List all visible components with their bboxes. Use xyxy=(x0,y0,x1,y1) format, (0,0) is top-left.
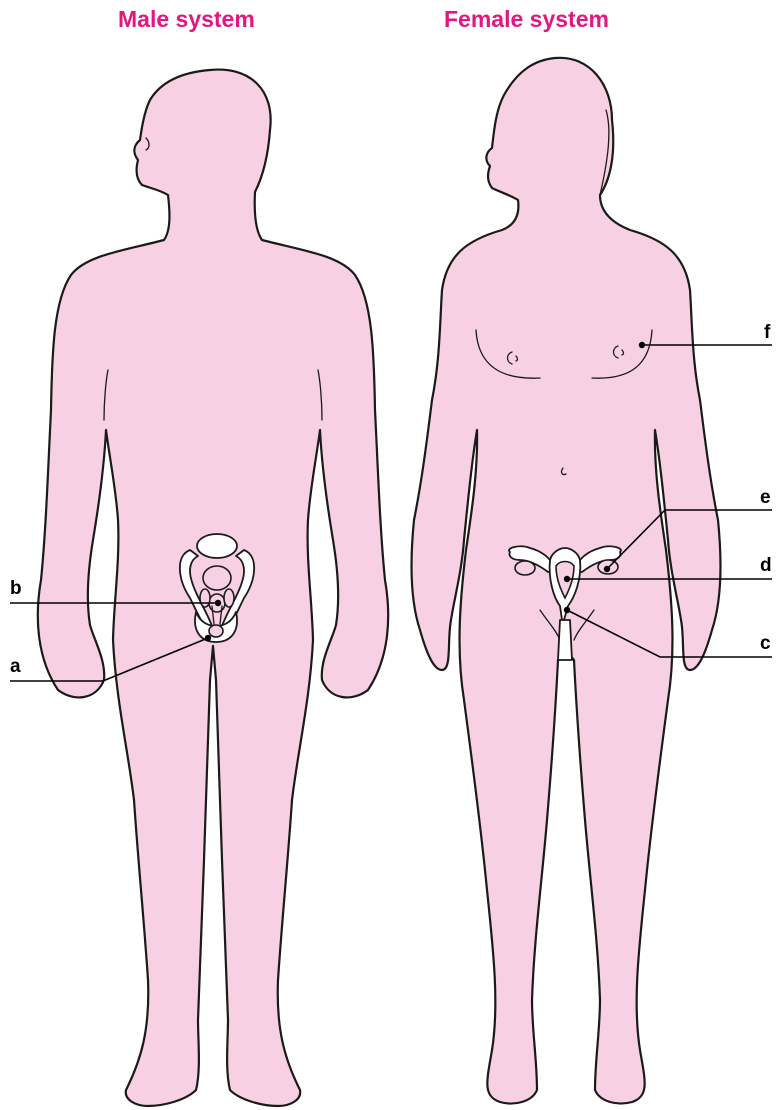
label-a: a xyxy=(10,656,21,677)
label-b: b xyxy=(10,578,22,599)
label-d: d xyxy=(760,555,772,576)
label-f: f xyxy=(764,322,771,343)
label-e: e xyxy=(760,487,771,508)
label-c: c xyxy=(760,633,771,654)
